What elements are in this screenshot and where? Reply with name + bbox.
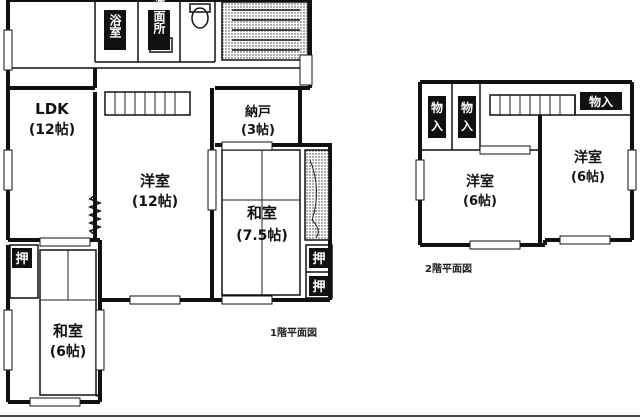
storage2-bottom: 入	[461, 119, 473, 133]
room-japanese1-name: 和室	[247, 204, 277, 222]
room-westernB-size: (6帖)	[571, 169, 605, 185]
room-bath-label: 浴室	[108, 13, 122, 39]
storage1-top: 物	[431, 100, 443, 115]
room-westernB-name: 洋室	[574, 149, 602, 166]
room-japanese2-size: (6帖)	[50, 343, 87, 360]
room-westernA-size: (6帖)	[463, 193, 497, 209]
room-ldk-size: (12帖)	[29, 121, 75, 138]
storage2-top: 物	[461, 100, 473, 115]
room-closet-name: 納戸	[245, 104, 271, 120]
oshi2-label: 押	[312, 251, 325, 267]
floor2-plan	[415, 80, 637, 250]
room-japanese1-size: (7.5帖)	[236, 227, 288, 244]
oshi1-label: 押	[15, 251, 28, 267]
room-western-size: (12帖)	[132, 193, 178, 210]
room-washroom-label: 洗面所	[152, 0, 166, 35]
floor2-windows	[415, 145, 637, 250]
storage1-bottom: 入	[431, 119, 443, 133]
room-western-name: 洋室	[140, 172, 170, 190]
floor1-caption: 1階平面図	[270, 326, 317, 339]
storage3-label: 物入	[589, 94, 613, 109]
floor2-caption: 2階平面図	[425, 262, 472, 275]
room-japanese2-name: 和室	[53, 322, 83, 340]
oshi3-label: 押	[312, 279, 325, 295]
floor1-plan	[3, 0, 333, 407]
room-closet-size: (3帖)	[241, 122, 275, 138]
room-westernA-name: 洋室	[466, 173, 494, 190]
floor1-windows	[3, 29, 313, 407]
room-ldk-name: LDK	[35, 100, 70, 118]
